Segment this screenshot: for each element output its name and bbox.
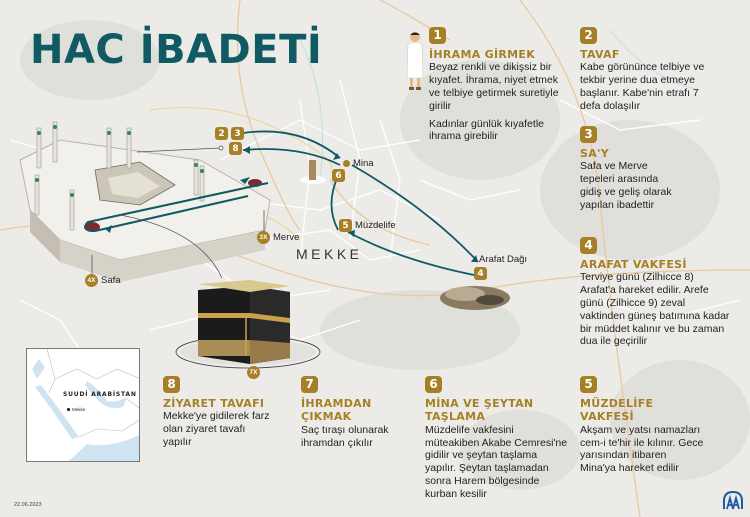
step-description: Beyaz renkli ve dikişsiz bir kıyafet. İh… bbox=[429, 61, 559, 112]
location-dot-icon bbox=[343, 160, 350, 167]
pin-label: Mina bbox=[353, 158, 374, 169]
step-description: Akşam ve yatsı namazları cem-i te'hir il… bbox=[580, 423, 704, 475]
step-title: ARAFAT VAKFESİ bbox=[580, 258, 687, 271]
step-title: MİNA VE ŞEYTAN TAŞLAMA bbox=[425, 397, 534, 424]
pin-kabe-tawaf: 7X bbox=[247, 366, 260, 379]
city-label-mekke: MEKKE bbox=[296, 246, 363, 262]
pin-label: Safa bbox=[101, 275, 121, 286]
inset-map-shapes bbox=[27, 349, 139, 461]
step-number-badge: 7 bbox=[301, 376, 318, 393]
step-description: Terviye günü (Zilhicce 8) Arafat'a harek… bbox=[580, 271, 730, 348]
pin-arafat: Arafat Dağı 4 bbox=[474, 254, 527, 280]
step-title: İHRAMDAN ÇIKMAK bbox=[301, 397, 372, 424]
pin-badge: 2 bbox=[215, 127, 228, 140]
pin-kabe-steps-2-3: 2 3 bbox=[215, 127, 244, 140]
page-title: HAC İBADETİ bbox=[30, 27, 323, 73]
pilgrim-icon bbox=[406, 32, 424, 90]
inset-locator-map: SUUDİ ARABİSTAN Mekke bbox=[26, 348, 140, 462]
publish-date: 22.06.2023 bbox=[14, 502, 42, 508]
step-number-badge: 8 bbox=[163, 376, 180, 393]
step-number-badge: 6 bbox=[425, 376, 442, 393]
pin-merve: 3X Merve bbox=[257, 231, 299, 244]
step-title: MÜZDELİFE VAKFESİ bbox=[580, 397, 654, 424]
pin-label: Merve bbox=[273, 232, 300, 243]
step-number-badge: 1 bbox=[429, 27, 446, 44]
step-description: Safa ve Merve tepeleri arasında gidiş ve… bbox=[580, 160, 672, 211]
step-3-say: 3 SA'Y Safa ve Merve tepeleri arasında g… bbox=[580, 126, 680, 212]
step-title: ZİYARET TAVAFI bbox=[163, 397, 265, 410]
step-title: SA'Y bbox=[580, 147, 609, 160]
inset-city-marker: Mekke bbox=[67, 407, 85, 412]
count-badge: 3X bbox=[257, 231, 270, 244]
step-title: İHRAMA GİRMEK bbox=[429, 48, 536, 61]
masjid-al-haram-illustration bbox=[19, 121, 271, 282]
step-description: Müzdelife vakfesini müteakiben Akabe Cem… bbox=[425, 423, 568, 500]
pin-badge: 5 bbox=[339, 219, 352, 232]
step-1-ihrama-girmek: 1 İHRAMA GİRMEK Beyaz renkli ve dikişsiz… bbox=[429, 27, 569, 143]
step-description: Kabe görününce telbiye ve tekbir yerine … bbox=[580, 61, 705, 112]
kaaba-illustration bbox=[175, 280, 321, 369]
count-badge: 7X bbox=[247, 366, 260, 379]
pin-step-6: 6 bbox=[332, 169, 345, 182]
step-number-badge: 5 bbox=[580, 376, 597, 393]
pin-mina: Mina bbox=[343, 158, 374, 169]
pin-badge: 6 bbox=[332, 169, 345, 182]
pin-badge: 3 bbox=[231, 127, 244, 140]
pin-badge: 8 bbox=[229, 142, 242, 155]
step-title: TAVAF bbox=[580, 48, 620, 61]
pin-safa: 4X Safa bbox=[85, 274, 121, 287]
aa-logo-icon bbox=[723, 490, 743, 510]
step-6-mina-seytan-taslama: 6 MİNA VE ŞEYTAN TAŞLAMA Müzdelife vakfe… bbox=[425, 376, 570, 501]
count-badge: 4X bbox=[85, 274, 98, 287]
step-description: Saç tıraşı olunarak ihramdan çıkılır bbox=[301, 423, 389, 449]
step-4-arafat-vakfesi: 4 ARAFAT VAKFESİ Terviye günü (Zilhicce … bbox=[580, 237, 730, 348]
step-5-muzdelife-vakfesi: 5 MÜZDELİFE VAKFESİ Akşam ve yatsı namaz… bbox=[580, 376, 705, 475]
pin-muzdelife: 5 Müzdelife bbox=[339, 219, 396, 232]
inset-city-label: Mekke bbox=[72, 407, 86, 412]
city-dot-icon bbox=[67, 408, 70, 411]
pin-label: Müzdelife bbox=[355, 220, 396, 231]
step-description: Mekke'ye gidilerek farz olan ziyaret tav… bbox=[163, 410, 270, 448]
step-number-badge: 3 bbox=[580, 126, 597, 143]
step-8-ziyaret-tavafi: 8 ZİYARET TAVAFI Mekke'ye gidilerek farz… bbox=[163, 376, 273, 449]
step-number-badge: 4 bbox=[580, 237, 597, 254]
pin-label: Arafat Dağı bbox=[479, 254, 528, 265]
step-number-badge: 2 bbox=[580, 27, 597, 44]
pin-kabe-step-8: 8 bbox=[229, 142, 242, 155]
arafat-illustration bbox=[440, 286, 510, 310]
step-note: Kadınlar günlük kıyafetle ihrama girebil… bbox=[429, 117, 544, 143]
pin-badge: 4 bbox=[474, 267, 487, 280]
inset-country-label: SUUDİ ARABİSTAN bbox=[63, 391, 137, 398]
step-2-tavaf: 2 TAVAF Kabe görününce telbiye ve tekbir… bbox=[580, 27, 720, 113]
step-7-ihramdan-cikmak: 7 İHRAMDAN ÇIKMAK Saç tıraşı olunarak ih… bbox=[301, 376, 411, 449]
